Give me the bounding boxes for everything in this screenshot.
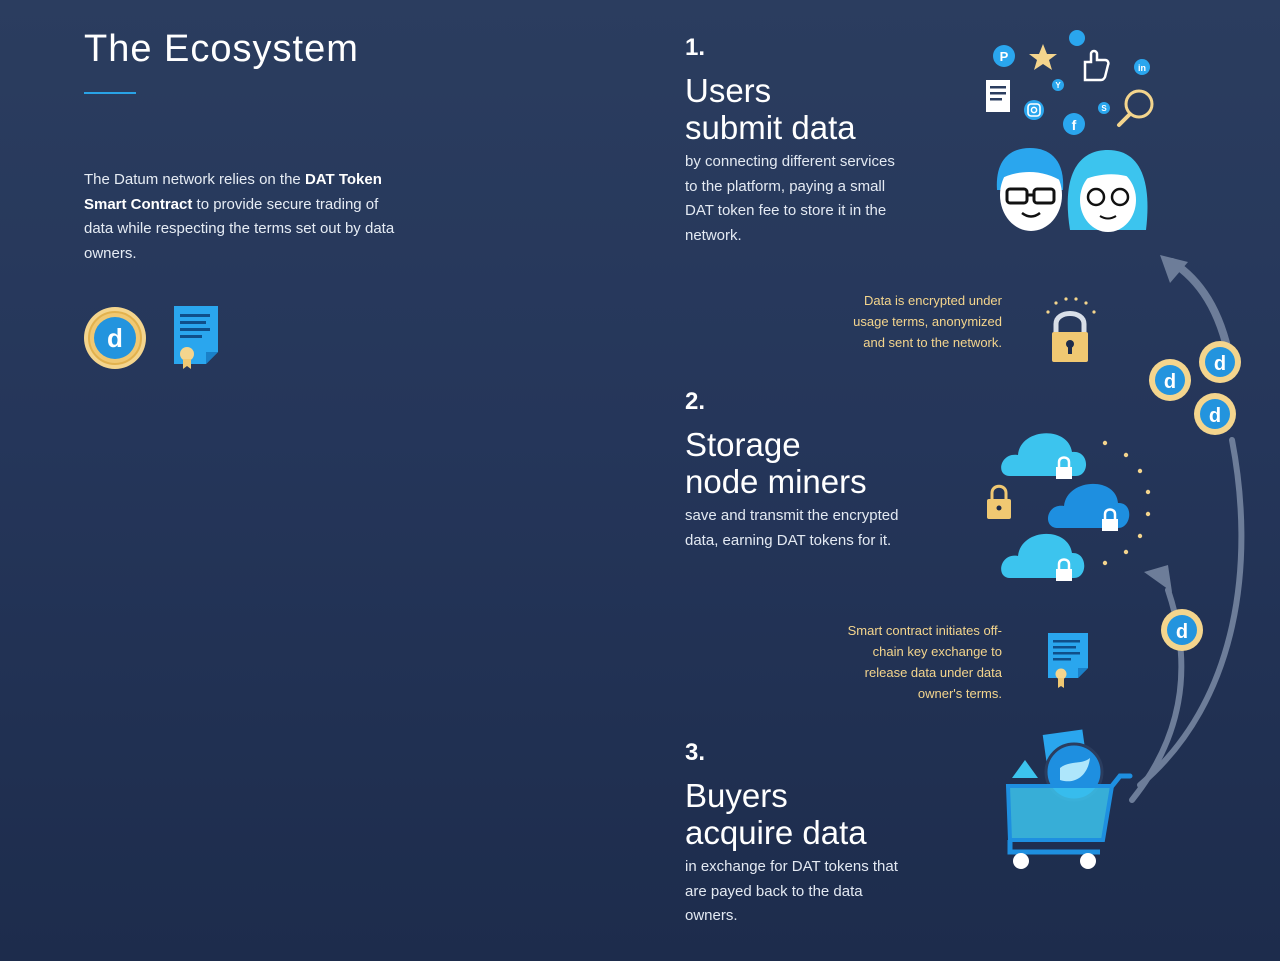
outer-flow-line <box>1137 437 1245 788</box>
facebook-icon: f <box>1063 113 1085 135</box>
lower-arrow-head <box>1144 565 1172 592</box>
encryption-note: Data is encrypted under usage terms, ano… <box>853 293 1002 350</box>
small-lock-icon <box>1056 558 1072 581</box>
upper-arrow-head <box>1160 255 1188 283</box>
cloud-icon <box>1001 533 1085 578</box>
lower-flow-line <box>1129 587 1185 803</box>
step-1-heading-line2: submit data <box>685 109 856 146</box>
coin-letter: d <box>1209 405 1221 427</box>
upper-flow-arrow <box>1168 258 1234 364</box>
yahoo-icon: Y <box>1052 79 1064 91</box>
female-user-avatar <box>1067 150 1148 232</box>
thumbs-up-icon <box>1083 49 1110 82</box>
small-contract-icon <box>1048 633 1088 688</box>
token-letter: d <box>107 323 123 353</box>
storage-clouds <box>987 433 1151 581</box>
dat-token-icon: d <box>84 307 146 369</box>
title-underline <box>84 92 136 94</box>
linkedin-letter: in <box>1138 63 1146 73</box>
shopping-cart-icon <box>1005 729 1133 869</box>
lock-icon <box>1046 297 1096 362</box>
small-lock-icon <box>1056 456 1072 479</box>
step-3-heading-line1: Buyers <box>685 777 788 814</box>
gold-lock-icon <box>987 484 1011 519</box>
step-2-heading-line2: node miners <box>685 463 867 500</box>
intro-text-part1: The Datum network relies on the <box>84 171 305 188</box>
coin-icon: d <box>1149 359 1191 401</box>
coin-icon: d <box>1199 341 1241 383</box>
pinterest-icon: P <box>993 45 1015 67</box>
smart-contract-note: Smart contract initiates off-chain key e… <box>847 623 1002 701</box>
step-3-description: in exchange for DAT tokens that are paye… <box>685 858 898 924</box>
star-icon <box>1029 44 1057 70</box>
users-avatars <box>996 148 1148 232</box>
document-icon <box>986 80 1010 112</box>
step-2-heading-line1: Storage <box>685 426 801 463</box>
skype-icon: S <box>1098 102 1110 114</box>
intro-text-part2: to provide secure trading of data while … <box>84 195 395 262</box>
twitter-icon <box>1069 30 1085 46</box>
coin-cluster: d d d d <box>1149 341 1241 651</box>
step-1-description: by connecting different services to the … <box>685 153 895 244</box>
intro-text-bold: DAT Token Smart Contract <box>84 171 382 213</box>
step-3-heading-line2: acquire data <box>685 814 867 851</box>
facebook-letter: f <box>1072 117 1077 133</box>
coin-letter: d <box>1164 371 1176 393</box>
linkedin-icon: in <box>1134 59 1150 75</box>
small-lock-icon <box>1102 508 1118 531</box>
pinterest-letter: P <box>1000 49 1009 64</box>
page-title: The Ecosystem <box>84 28 359 70</box>
cloud-icon <box>1047 483 1130 528</box>
step-2-description: save and transmit the encrypted data, ea… <box>685 507 899 549</box>
coin-icon: d <box>1194 393 1236 435</box>
smart-contract-icon <box>174 306 218 369</box>
magnifier-icon <box>1117 89 1154 127</box>
step-2-number: 2. <box>685 388 706 415</box>
step-1-heading-line1: Users <box>685 72 772 109</box>
intro-paragraph: The Datum network relies on the DAT Toke… <box>84 168 404 266</box>
coin-letter: d <box>1214 353 1226 375</box>
yahoo-letter: Y <box>1055 81 1061 90</box>
cloud-icon <box>1001 433 1087 476</box>
instagram-icon <box>1024 100 1044 120</box>
coin-letter: d <box>1176 621 1188 643</box>
social-icons-cluster: P in Y S f <box>986 30 1154 135</box>
step-1-number: 1. <box>685 34 706 61</box>
skype-letter: S <box>1101 104 1107 113</box>
step-3-number: 3. <box>685 739 706 766</box>
coin-icon: d <box>1161 609 1203 651</box>
male-user-avatar <box>996 148 1064 231</box>
transfer-dots <box>1102 440 1151 566</box>
